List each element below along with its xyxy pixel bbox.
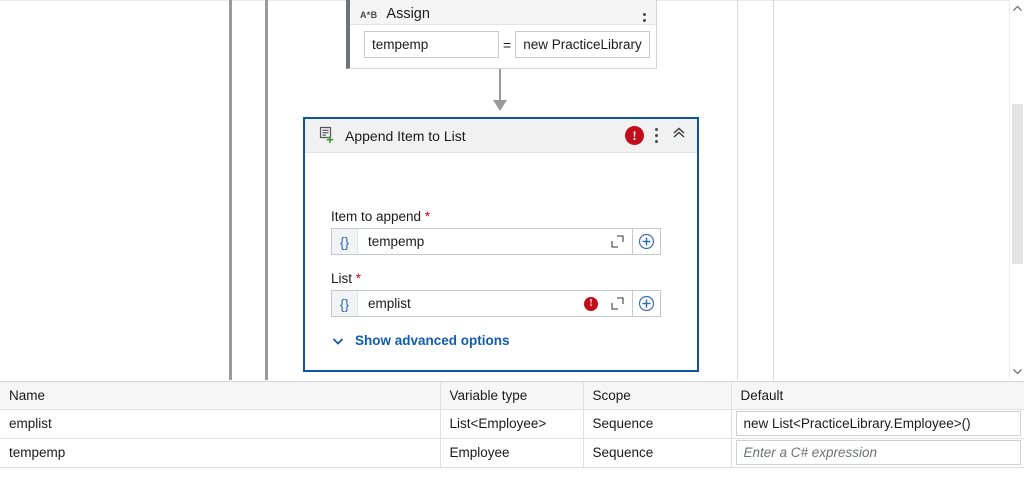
table-row[interactable]: tempemp Employee Sequence Enter a C# exp… [0,438,1024,468]
assign-card-title: Assign [386,6,430,22]
expand-editor-icon[interactable] [606,235,628,248]
item-to-append-label-text: Item to append [331,209,422,224]
append-card-body: Item to append * {} tempemp [305,153,697,348]
kebab-menu-icon[interactable] [643,13,646,22]
assign-equals-sign: = [503,36,512,53]
list-row: {} emplist ! [331,290,661,317]
assign-card-body: tempemp = new PracticeLibrary [350,25,656,58]
sequence-guide-rail-4 [773,0,774,380]
canvas-vertical-scrollbar[interactable] [1009,0,1024,380]
column-header-default[interactable]: Default [731,382,1024,410]
variable-name-cell[interactable]: emplist [0,409,441,439]
table-row[interactable]: emplist List<Employee> Sequence new List… [0,409,1024,439]
variable-default-input[interactable]: Enter a C# expression [735,440,1021,465]
variable-type-cell[interactable]: List<Employee> [440,409,584,439]
column-header-scope[interactable]: Scope [583,382,732,410]
show-advanced-options-toggle[interactable]: Show advanced options [331,333,531,348]
chevron-up-icon[interactable] [1010,0,1024,17]
required-marker: * [424,209,431,224]
error-icon[interactable]: ! [625,126,644,145]
item-to-append-row: {} tempemp [331,228,661,255]
required-marker: * [355,271,362,286]
sequence-guide-rail-2 [265,0,268,380]
list-input[interactable]: {} emplist ! [331,290,633,317]
assign-activity-card[interactable]: A*B Assign tempemp = new PracticeLibrary [346,0,657,69]
kebab-menu-icon[interactable] [655,128,658,143]
column-header-variable-type[interactable]: Variable type [440,382,584,410]
chevron-down-icon[interactable] [1010,363,1024,380]
plus-circle-icon[interactable] [633,290,661,317]
column-header-name[interactable]: Name [0,382,441,410]
item-to-append-label: Item to append * [331,209,697,224]
append-item-to-list-card[interactable]: Append Item to List ! Item to append * [303,117,699,372]
curly-braces-icon[interactable]: {} [332,291,358,316]
assign-value-field[interactable]: new PracticeLibrary [515,31,651,58]
chevron-double-up-icon[interactable] [671,125,687,146]
a-times-b-icon: A*B [360,10,378,20]
workflow-canvas[interactable]: A*B Assign tempemp = new PracticeLibrary [0,0,1009,380]
variables-panel: Name Variable type Scope Default emplist… [0,381,1024,478]
item-to-append-value: tempemp [368,234,425,249]
list-label-text: List [331,271,353,286]
append-to-list-icon [317,126,336,145]
scrollbar-thumb[interactable] [1012,104,1023,264]
sequence-guide-rail-3 [737,0,738,380]
variable-scope-cell[interactable]: Sequence [583,438,732,468]
assign-target-field[interactable]: tempemp [364,31,499,58]
variable-default-cell[interactable]: new List<PracticeLibrary.Employee>() [731,409,1024,439]
variable-name-cell[interactable]: tempemp [0,438,441,468]
variable-default-input[interactable]: new List<PracticeLibrary.Employee>() [735,411,1021,436]
variable-type-cell[interactable]: Employee [440,438,584,468]
variables-table: Name Variable type Scope Default emplist… [0,382,1024,468]
list-label: List * [331,271,697,286]
item-to-append-input[interactable]: {} tempemp [331,228,633,255]
variables-table-header-row: Name Variable type Scope Default [0,382,1024,410]
expand-editor-icon[interactable] [606,297,628,310]
assign-card-header: A*B Assign [350,0,656,25]
chevron-down-icon [331,334,345,348]
curly-braces-icon[interactable]: {} [332,229,358,254]
variable-default-cell[interactable]: Enter a C# expression [731,438,1024,468]
list-value: emplist [368,296,411,311]
sequence-guide-rail-1 [229,0,232,380]
show-advanced-options-label: Show advanced options [355,333,510,348]
variable-scope-cell[interactable]: Sequence [583,409,732,439]
flow-connector-line [499,69,501,109]
append-card-header: Append Item to List ! [305,119,697,153]
append-card-title: Append Item to List [345,127,466,144]
plus-circle-icon[interactable] [633,228,661,255]
flow-connector-arrow [493,100,507,111]
field-error-icon[interactable]: ! [584,296,598,311]
